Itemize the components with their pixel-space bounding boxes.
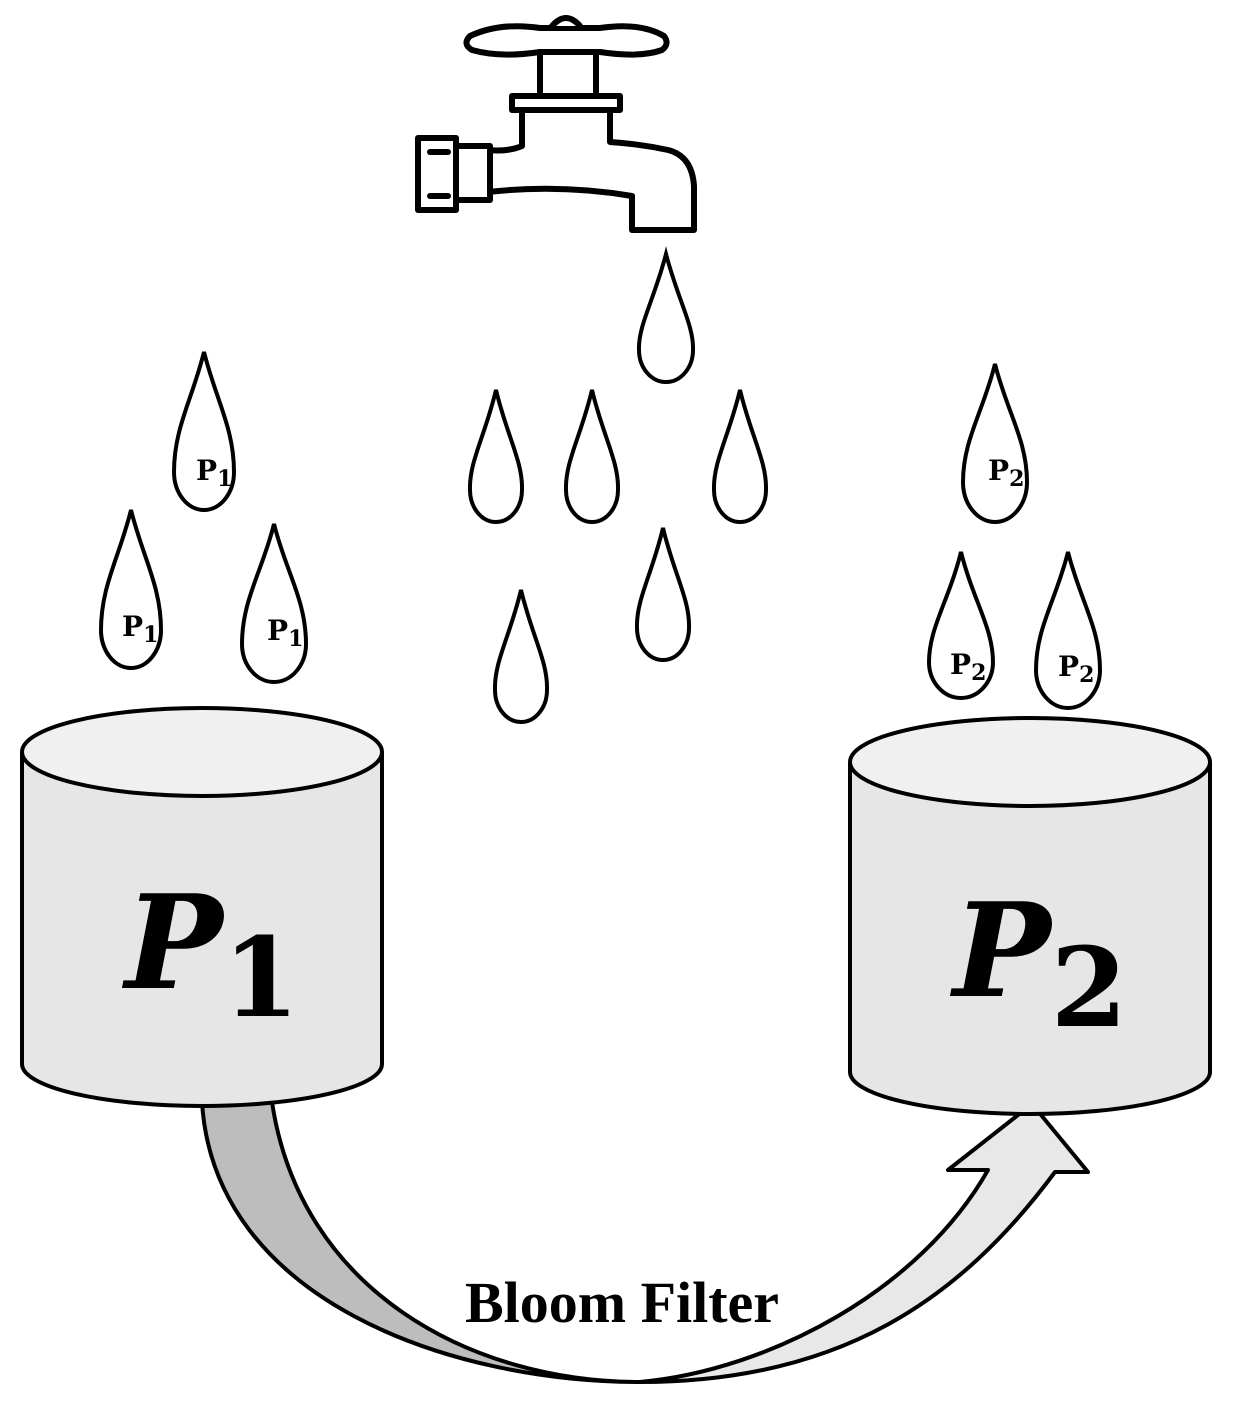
arrow-body-light (638, 1102, 1090, 1384)
bucket-p2: P2 (848, 716, 1212, 1116)
labelled-drop-p2: P2 (926, 551, 996, 700)
bloom-filter-arrow: Bloom Filter (200, 1100, 1090, 1384)
water-faucet-icon (415, 15, 697, 233)
falling-water-drops (467, 246, 769, 724)
water-drop-icon (636, 246, 696, 384)
water-drop-icon (711, 389, 769, 524)
bloom-filter-label: Bloom Filter (465, 1270, 779, 1335)
bucket-p2-label: P2 (949, 874, 1127, 1052)
labelled-drop-p2: P2 (1033, 551, 1103, 710)
water-drop-icon (634, 527, 692, 662)
svg-text:P1: P1 (196, 454, 232, 492)
water-drop-icon (563, 389, 621, 524)
svg-text:P2: P2 (988, 454, 1024, 492)
svg-text:P2: P2 (950, 648, 986, 686)
arrow-body-dark (200, 1100, 642, 1384)
svg-text:P2: P2 (1058, 650, 1094, 688)
svg-text:P1: P1 (122, 610, 158, 648)
svg-text:P1: P1 (267, 614, 303, 652)
bucket-p1-label: P1 (121, 866, 299, 1042)
bucket-p1: P1 (20, 706, 384, 1108)
water-drop-icon (467, 389, 525, 524)
p1-drops: P1 P1 P1 (98, 351, 309, 684)
water-drop-icon (492, 589, 550, 724)
labelled-drop-p1: P1 (98, 509, 164, 670)
labelled-drop-p2: P2 (960, 363, 1030, 524)
p2-drops: P2 P2 P2 (926, 363, 1103, 710)
labelled-drop-p1: P1 (171, 351, 237, 512)
labelled-drop-p1: P1 (239, 523, 309, 684)
